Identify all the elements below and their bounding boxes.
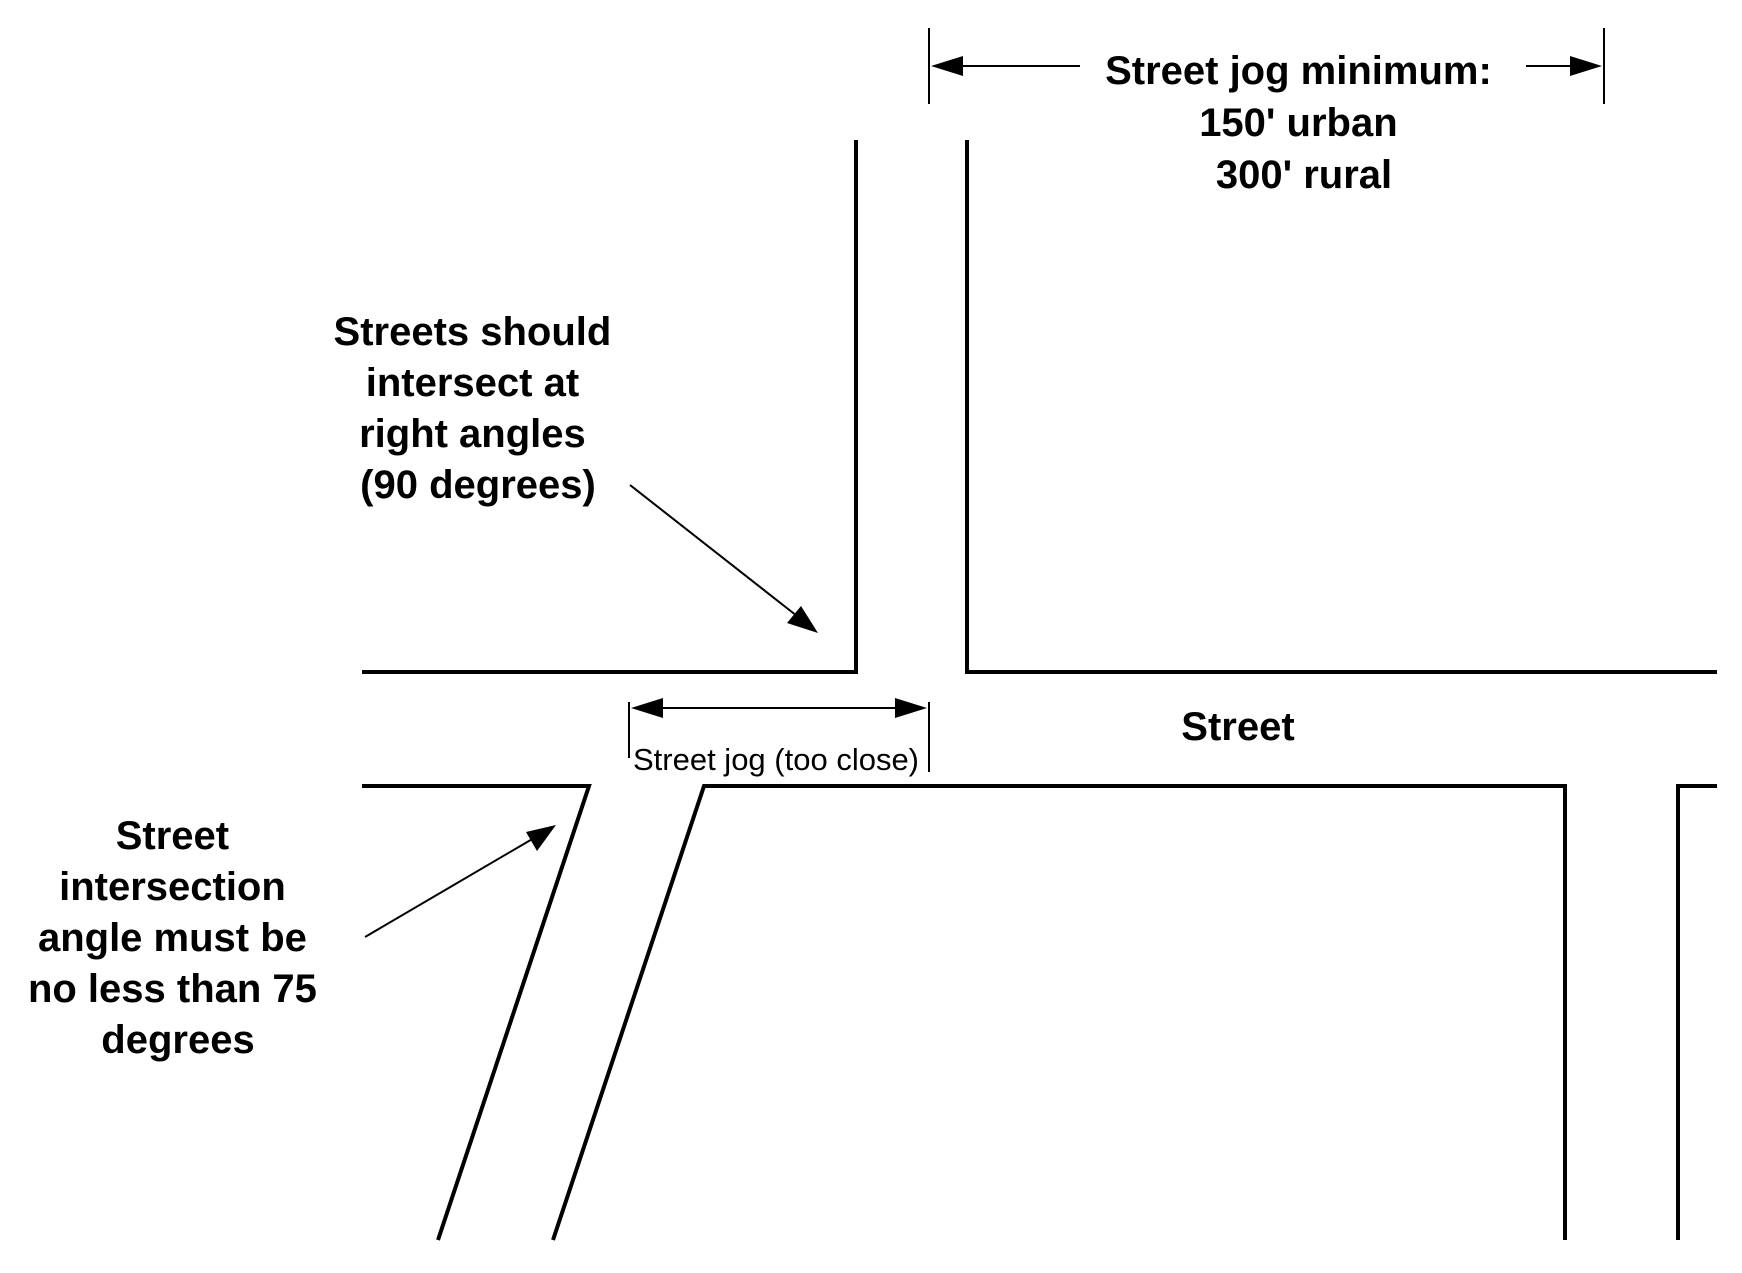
angle-rule-pointer-line: [364, 837, 535, 938]
upper-left-block-edge: [362, 140, 858, 674]
jog-minimum-line-2: 150' urban: [1199, 101, 1397, 145]
lower-middle-block-edge: [551, 784, 1567, 1241]
upper-right-block-edge: [965, 140, 1717, 674]
right-angles-line-3: right angles: [359, 412, 586, 456]
jog-too-close-label: Street jog (too close): [633, 742, 919, 777]
angle-rule-line-3: angle must be: [38, 916, 307, 960]
right-angles-note: Streets should intersect at right angles…: [334, 310, 623, 507]
jog-too-close-dimension: [628, 698, 930, 772]
angle-rule-line-4: no less than 75: [28, 967, 317, 1011]
angle-rule-line-2: intersection: [59, 865, 286, 909]
right-angles-pointer-line: [629, 484, 798, 617]
right-angles-pointer-arrowhead: [787, 606, 818, 633]
jog-minimum-line-1: Street jog minimum:: [1105, 49, 1492, 93]
angle-rule-pointer-arrowhead: [526, 825, 556, 851]
right-angles-line-4: (90 degrees): [360, 463, 596, 507]
angle-rule-line-1: Street: [116, 814, 229, 858]
lower-left-angled-block-edge: [362, 784, 592, 1241]
jog-minimum-dimension: [928, 28, 1605, 104]
jog-minimum-label: Street jog minimum: 150' urban 300' rura…: [1105, 49, 1503, 197]
jog-minimum-right-arrowhead: [1570, 56, 1602, 76]
angle-rule-note: Street intersection angle must be no les…: [28, 814, 328, 1062]
jog-too-close-right-arrowhead: [895, 698, 927, 718]
angle-rule-line-5: degrees: [101, 1018, 254, 1062]
lower-right-block-edge: [1676, 784, 1717, 1240]
jog-minimum-line-3: 300' rural: [1216, 153, 1392, 197]
jog-minimum-left-arrowhead: [931, 56, 963, 76]
right-angles-line-1: Streets should: [334, 310, 612, 354]
street-name-label: Street: [1181, 705, 1294, 749]
right-angles-line-2: intersect at: [366, 361, 579, 405]
jog-too-close-left-arrowhead: [631, 698, 663, 718]
